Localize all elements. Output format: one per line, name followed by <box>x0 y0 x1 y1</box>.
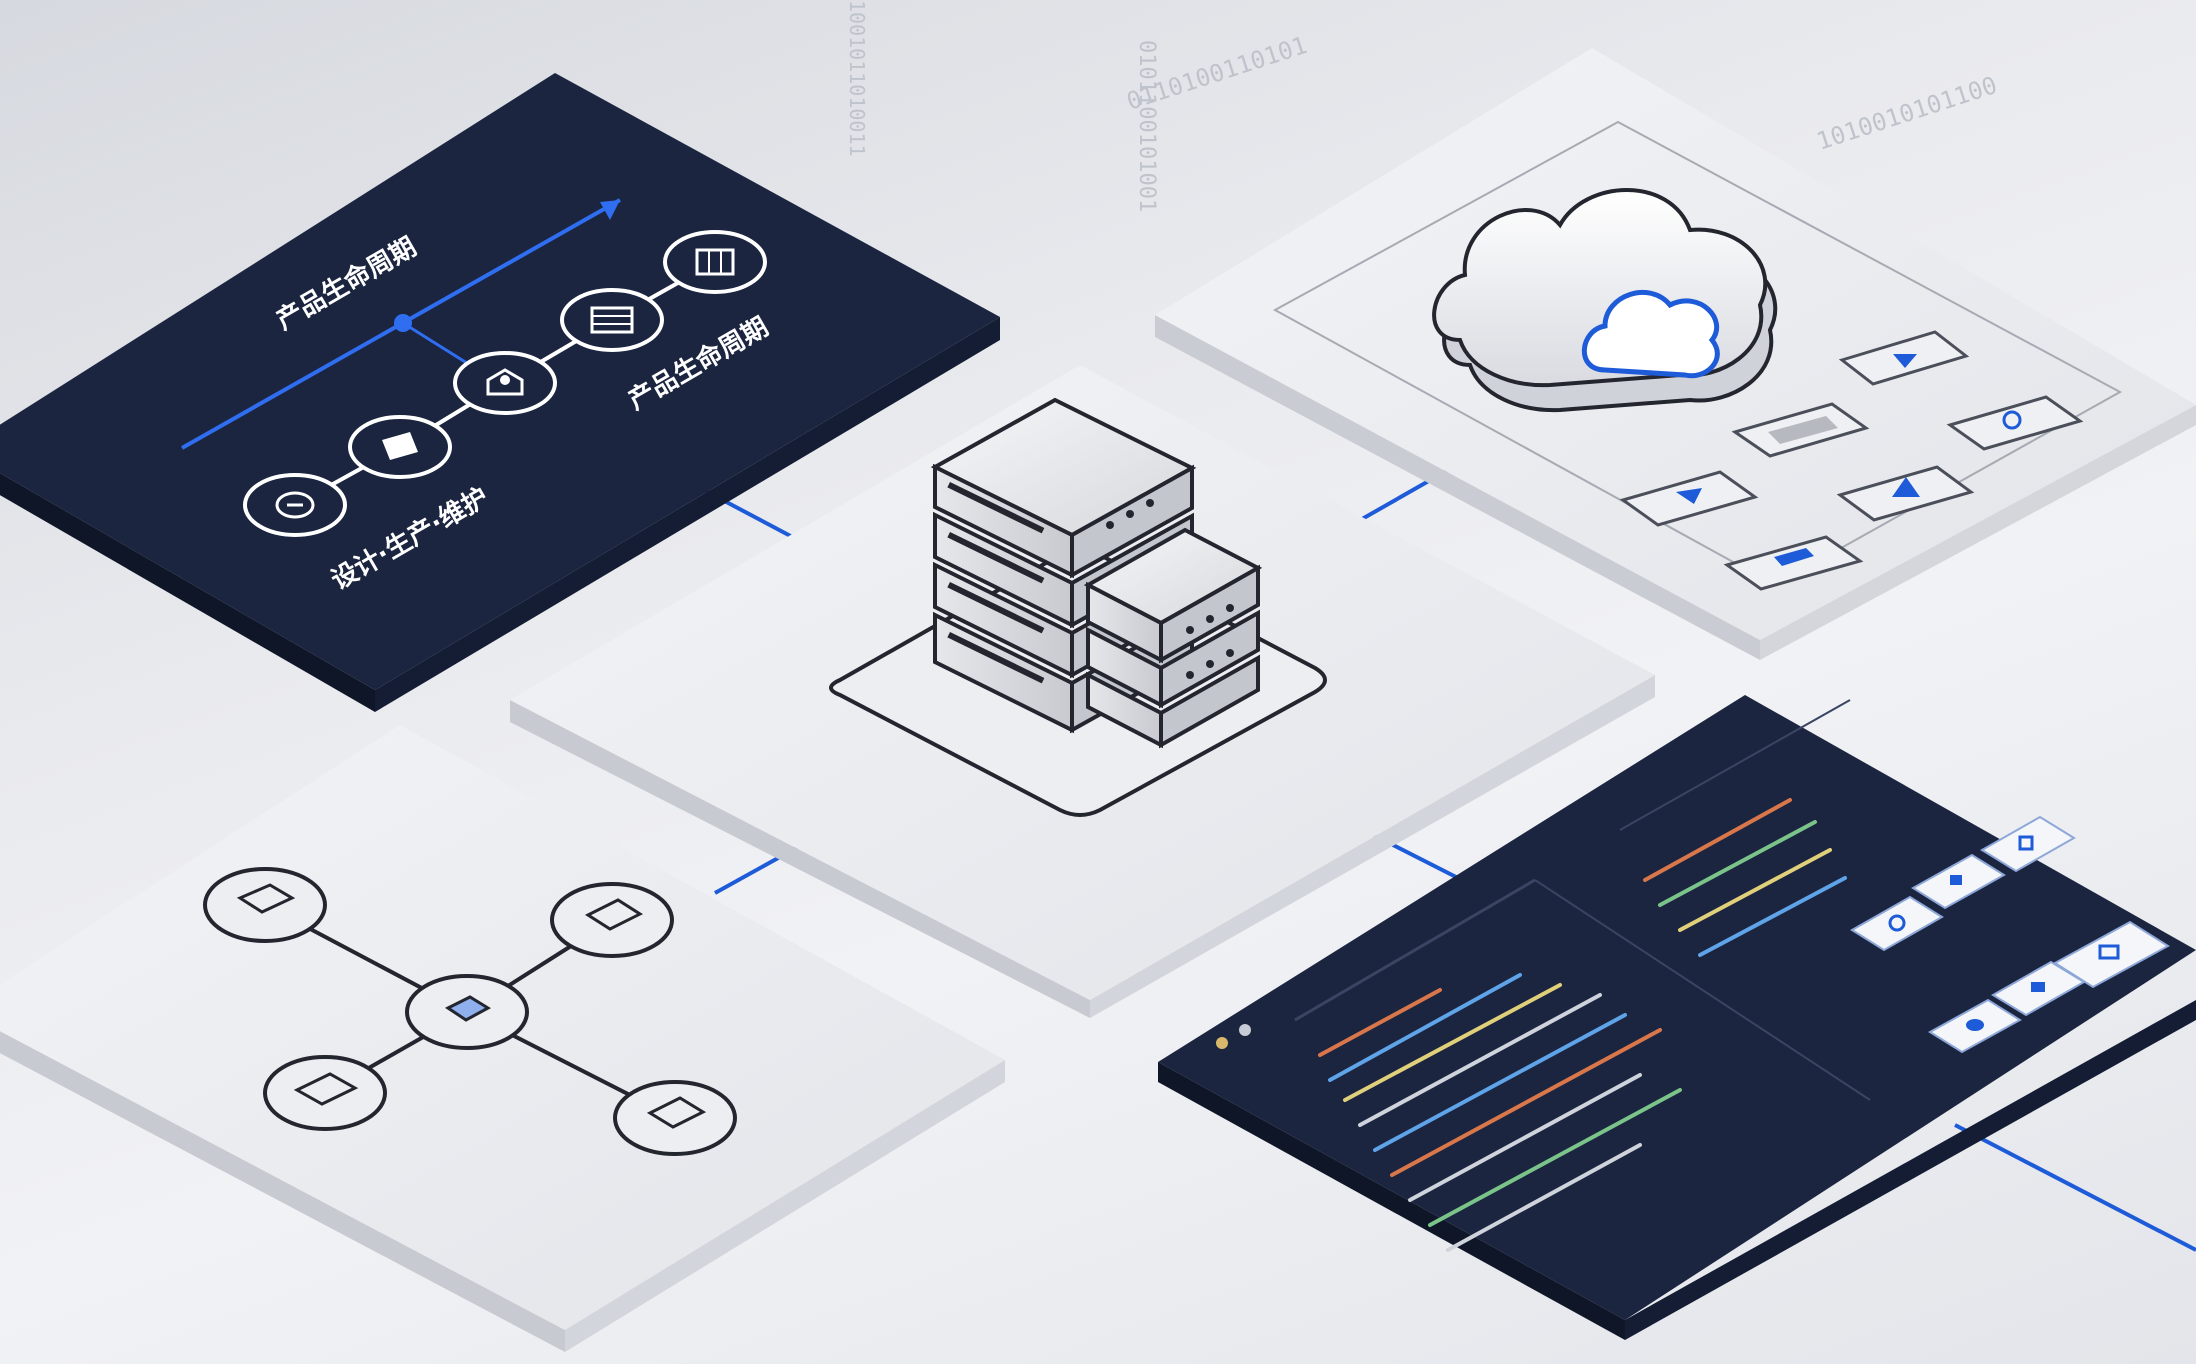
lifecycle-panel: 产品生命周期 产品生命周期 设计·生产·维护 <box>0 73 1000 712</box>
top-right-node-icon <box>550 882 674 958</box>
square-icon <box>1774 548 1814 566</box>
control-toggle-button[interactable] <box>1731 402 1870 458</box>
gear-icon <box>1888 914 1906 932</box>
list-icon <box>2098 944 2120 960</box>
cloud-icon <box>1432 188 1778 413</box>
top-left-node-icon <box>203 867 327 943</box>
design-icon <box>243 473 347 537</box>
doc-icon <box>2018 835 2034 851</box>
server-rack-icon <box>930 397 1263 749</box>
toggle-icon <box>1768 416 1838 444</box>
control-link-button[interactable] <box>1946 395 2084 451</box>
list-button[interactable] <box>2053 920 2170 989</box>
cloud-icon <box>1966 1019 1984 1031</box>
control-triangle-up-button[interactable] <box>1836 465 1975 522</box>
maintenance-icon <box>560 288 664 352</box>
production-icon <box>453 351 557 415</box>
doc-button[interactable] <box>1980 815 2076 873</box>
window-dot-grey <box>1239 1024 1251 1036</box>
binary-stream-a: 0101100101001 <box>1134 40 1159 212</box>
triangle-left-icon <box>1676 488 1702 504</box>
chart-icon <box>2031 982 2045 992</box>
triangle-down-icon <box>1893 354 1917 368</box>
cube-button[interactable] <box>1911 853 2006 910</box>
server-small-unit-3 <box>1086 654 1260 749</box>
center-node-icon <box>405 974 529 1050</box>
cloud-button[interactable] <box>1928 998 2022 1054</box>
prototype-icon <box>348 415 452 479</box>
control-square-button[interactable] <box>1723 535 1864 591</box>
server-vents <box>947 481 1154 684</box>
connector-offscreen <box>1954 1123 2196 1252</box>
code-lines <box>1318 798 1847 1252</box>
archive-icon <box>663 230 767 294</box>
cloud-panel <box>1155 48 2196 660</box>
gear-button[interactable] <box>1850 895 1944 952</box>
binary-stream-d: 1010010101100 <box>1813 71 2000 156</box>
binary-stream-b: 1001011010011 <box>845 0 869 157</box>
code-panel <box>1158 695 2196 1340</box>
bottom-left-node-icon <box>263 1055 387 1131</box>
arrow-head-icon <box>600 200 620 220</box>
server-small-unit-1 <box>1083 527 1263 664</box>
control-triangle-left-button[interactable] <box>1619 470 1759 527</box>
cube-icon <box>1950 875 1962 885</box>
triangle-up-icon <box>1892 477 1920 497</box>
server-small-unit-2 <box>1086 609 1260 709</box>
network-panel <box>0 725 1005 1352</box>
control-triangle-down-button[interactable] <box>1838 330 1970 386</box>
bottom-right-node-icon <box>613 1080 737 1156</box>
link-icon <box>2002 410 2022 430</box>
window-dot-yellow <box>1216 1037 1228 1049</box>
